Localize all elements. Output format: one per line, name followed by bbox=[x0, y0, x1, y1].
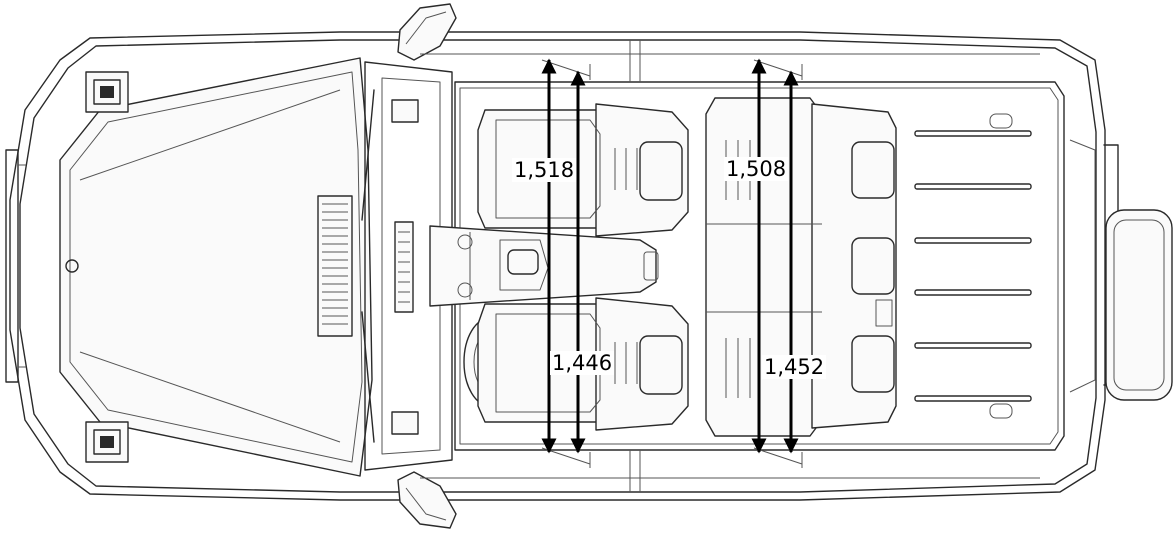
rear-bench-seat bbox=[705, 97, 897, 437]
center-console bbox=[429, 225, 659, 307]
dimension-lines bbox=[541, 58, 803, 468]
front-hip-room-label: 1,446 bbox=[550, 351, 615, 375]
cargo-floor-rails bbox=[914, 113, 1032, 419]
front-left-seat bbox=[477, 103, 689, 237]
brand-emblem-icon bbox=[65, 259, 79, 273]
rear-shoulder-room-label: 1,508 bbox=[724, 157, 789, 181]
front-shoulder-room-label: 1,518 bbox=[512, 158, 577, 182]
front-indicator-lights bbox=[85, 71, 129, 463]
hood bbox=[59, 57, 373, 477]
cabin-floor bbox=[420, 40, 1065, 492]
dashboard bbox=[361, 61, 453, 471]
rear-hip-room-label: 1,452 bbox=[762, 355, 827, 379]
spare-wheel bbox=[1105, 209, 1173, 401]
side-mirrors bbox=[397, 3, 457, 529]
